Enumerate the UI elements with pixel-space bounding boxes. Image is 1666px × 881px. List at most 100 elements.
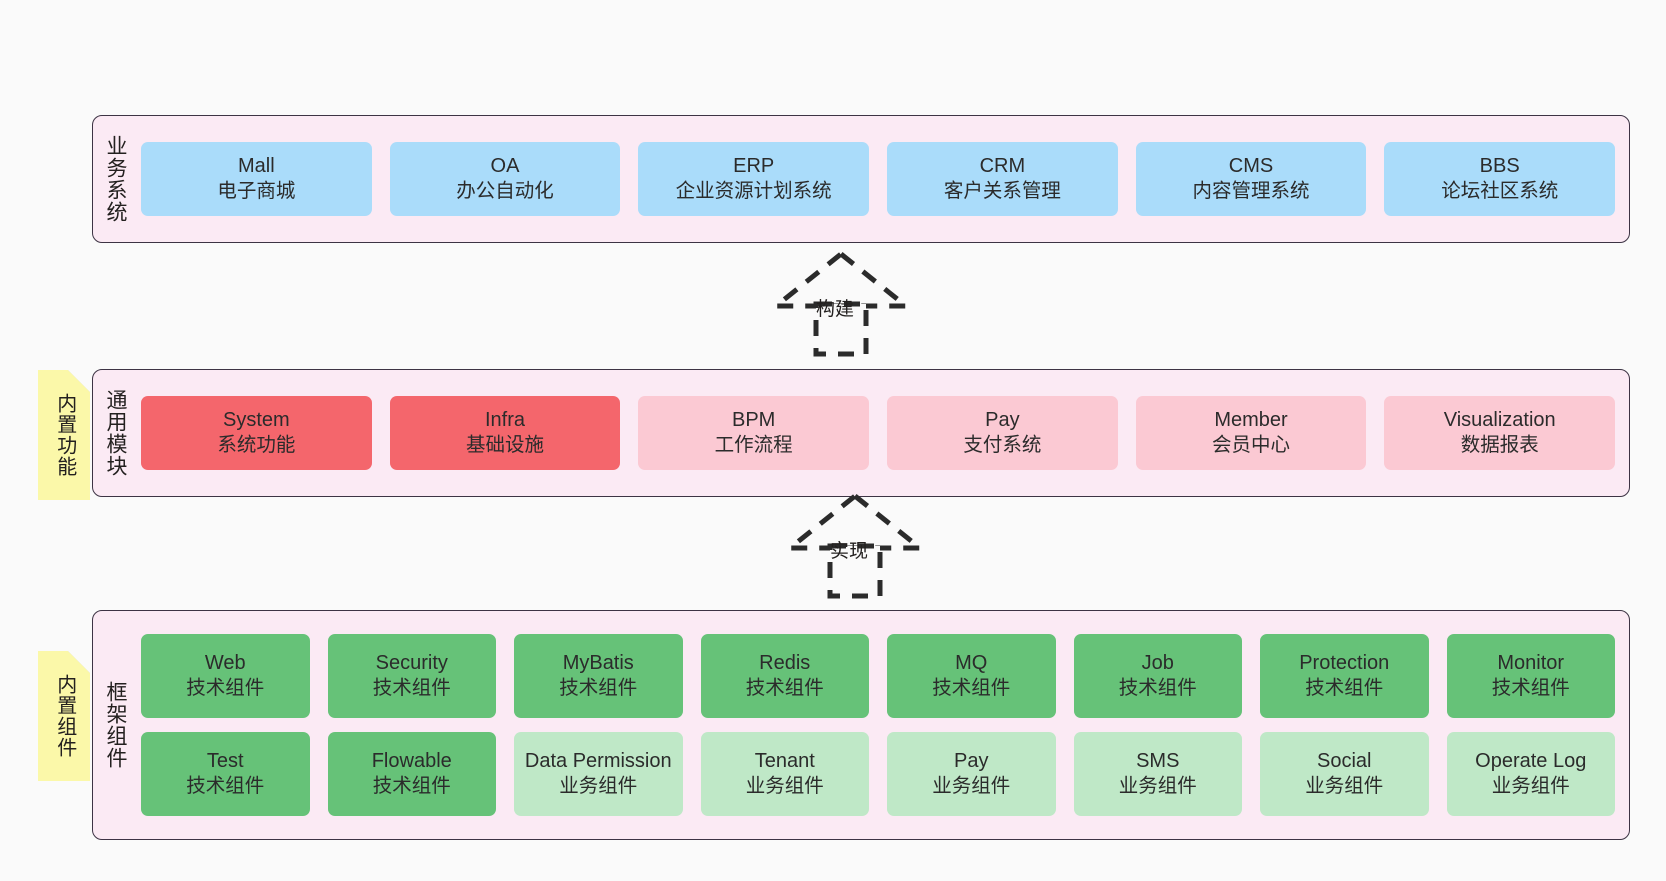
framework-component-data-permission[interactable]: Data Permission 业务组件 — [514, 732, 683, 816]
common-module-visualization[interactable]: Visualization 数据报表 — [1384, 396, 1616, 470]
cell-name: Member — [1214, 408, 1288, 431]
cell-name: MQ — [955, 651, 988, 674]
cell-desc: 论坛社区系统 — [1441, 180, 1559, 203]
cell-desc: 技术组件 — [1491, 677, 1570, 700]
cell-name: Pay — [985, 408, 1020, 431]
framework-component-job[interactable]: Job 技术组件 — [1073, 634, 1242, 718]
framework-component-social[interactable]: Social 业务组件 — [1260, 732, 1429, 816]
sticky-note-builtin-component: 内置组件 — [38, 651, 90, 781]
cell-desc: 企业资源计划系统 — [675, 180, 832, 203]
cell-desc: 业务组件 — [1118, 775, 1197, 798]
cell-name: ERP — [733, 154, 775, 177]
framework-component-flowable[interactable]: Flowable 技术组件 — [327, 732, 496, 816]
framework-component-monitor[interactable]: Monitor 技术组件 — [1446, 634, 1615, 718]
cell-name: CRM — [979, 154, 1026, 177]
cell-desc: 数据报表 — [1460, 434, 1539, 457]
cell-name: BBS — [1479, 154, 1520, 177]
common-module-system[interactable]: System 系统功能 — [141, 396, 372, 470]
cell-desc: 业务组件 — [559, 775, 638, 798]
business-system-bbs[interactable]: BBS 论坛社区系统 — [1384, 142, 1616, 216]
layer-common-modules-body: System 系统功能 Infra 基础设施 BPM 工作流程 Pay 支付系统 Member 会… — [137, 370, 1629, 496]
cell-name: Security — [375, 651, 448, 674]
common-module-member[interactable]: Member 会员中心 — [1135, 396, 1367, 470]
business-system-cms[interactable]: CMS 内容管理系统 — [1135, 142, 1367, 216]
cell-name: Infra — [484, 408, 526, 431]
framework-component-pay[interactable]: Pay 业务组件 — [887, 732, 1056, 816]
cell-desc: 业务组件 — [932, 775, 1011, 798]
common-module-pay[interactable]: Pay 支付系统 — [887, 396, 1118, 470]
cell-name: System — [222, 408, 290, 431]
cell-name: Pay — [954, 749, 989, 772]
cell-name: Web — [204, 651, 246, 674]
cell-name: Social — [1317, 749, 1372, 772]
common-module-infra[interactable]: Infra 基础设施 — [389, 396, 621, 470]
cell-name: BPM — [732, 408, 776, 431]
framework-component-security[interactable]: Security 技术组件 — [327, 634, 496, 718]
common-modules-row: System 系统功能 Infra 基础设施 BPM 工作流程 Pay 支付系统 Member 会… — [141, 396, 1616, 470]
framework-component-test[interactable]: Test 技术组件 — [141, 732, 310, 816]
framework-component-protection[interactable]: Protection 技术组件 — [1260, 634, 1429, 718]
cell-name: Monitor — [1497, 651, 1565, 674]
arrow-implement: 实现 — [780, 492, 930, 599]
framework-component-operate-log[interactable]: Operate Log 业务组件 — [1446, 732, 1615, 816]
cell-desc: 会员中心 — [1212, 434, 1291, 457]
cell-desc: 技术组件 — [745, 677, 824, 700]
arrow-build: 构建 — [766, 250, 916, 357]
cell-desc: 技术组件 — [932, 677, 1011, 700]
cell-desc: 客户关系管理 — [943, 180, 1061, 203]
cell-desc: 内容管理系统 — [1192, 180, 1310, 203]
cell-desc: 电子商城 — [217, 180, 296, 203]
framework-component-mq[interactable]: MQ 技术组件 — [887, 634, 1056, 718]
business-system-crm[interactable]: CRM 客户关系管理 — [887, 142, 1118, 216]
cell-desc: 基础设施 — [466, 434, 545, 457]
cell-desc: 技术组件 — [1305, 677, 1384, 700]
cell-name: Tenant — [754, 749, 815, 772]
arrow-implement-label: 实现 — [830, 541, 869, 562]
cell-name: Protection — [1299, 651, 1390, 674]
cell-desc: 业务组件 — [1491, 775, 1570, 798]
cell-desc: 工作流程 — [714, 434, 793, 457]
cell-desc: 技术组件 — [1118, 677, 1197, 700]
cell-name: Mall — [238, 154, 275, 177]
sticky-note-builtin-function: 内置功能 — [38, 370, 90, 500]
cell-name: Visualization — [1443, 408, 1556, 431]
layer-framework-components-title: 框架组件 — [103, 681, 127, 769]
cell-name: SMS — [1136, 749, 1180, 772]
framework-component-redis[interactable]: Redis 技术组件 — [700, 634, 869, 718]
framework-component-sms[interactable]: SMS 业务组件 — [1073, 732, 1242, 816]
cell-desc: 技术组件 — [186, 677, 265, 700]
layer-business-systems-title: 业务系统 — [103, 135, 127, 223]
framework-components-row-2: Test 技术组件 Flowable 技术组件 Data Permission 业务组件 T… — [141, 732, 1615, 816]
cell-desc: 支付系统 — [963, 434, 1042, 457]
cell-name: Flowable — [371, 749, 452, 772]
cell-name: Redis — [759, 651, 811, 674]
cell-desc: 技术组件 — [372, 775, 451, 798]
cell-name: MyBatis — [562, 651, 634, 674]
cell-desc: 业务组件 — [1305, 775, 1384, 798]
cell-desc: 系统功能 — [217, 434, 296, 457]
cell-name: CMS — [1228, 154, 1274, 177]
business-system-mall[interactable]: Mall 电子商城 — [141, 142, 372, 216]
cell-name: Test — [206, 749, 244, 772]
business-system-erp[interactable]: ERP 企业资源计划系统 — [638, 142, 870, 216]
common-module-bpm[interactable]: BPM 工作流程 — [638, 396, 870, 470]
layer-common-modules-title: 通用模块 — [103, 389, 127, 477]
cell-desc: 技术组件 — [186, 775, 265, 798]
cell-desc: 技术组件 — [372, 677, 451, 700]
cell-name: Data Permission — [524, 749, 672, 772]
cell-name: Job — [1141, 651, 1174, 674]
cell-name: Operate Log — [1475, 749, 1587, 772]
framework-component-web[interactable]: Web 技术组件 — [141, 634, 310, 718]
layer-common-modules: 通用模块 System 系统功能 Infra 基础设施 BPM 工作流程 Pay 支付系统 Me… — [92, 369, 1630, 497]
cell-name: OA — [490, 154, 520, 177]
